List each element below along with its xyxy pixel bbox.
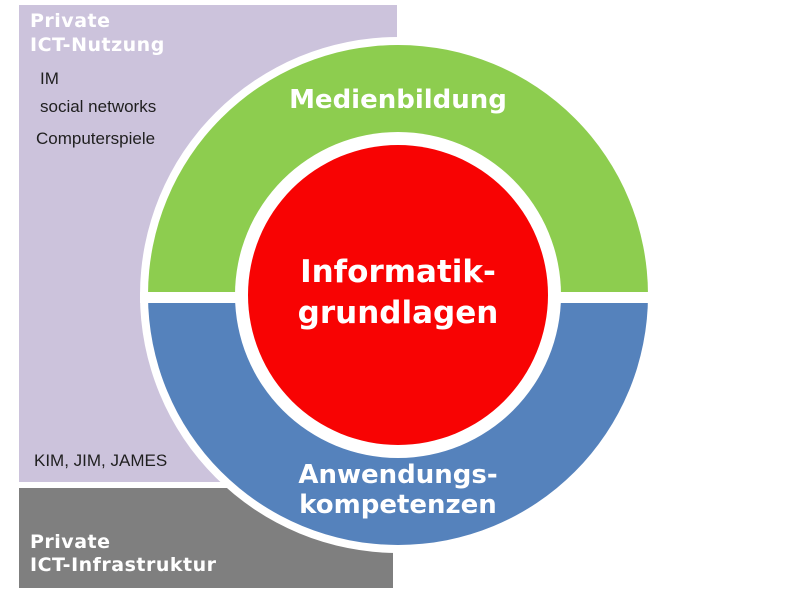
informatik-label-line2: grundlagen [297, 295, 499, 331]
names-label: KIM, JIM, JAMES [34, 451, 168, 470]
medienbildung-label: Medienbildung [289, 85, 507, 115]
private-ict-infrastruktur-title: Private ICT-Infrastruktur [30, 531, 217, 577]
usage-item-social-networks: social networks [40, 97, 157, 116]
private-ict-infrastruktur-title-line1: Private [30, 531, 111, 553]
private-ict-nutzung-title-line1: Private [30, 10, 111, 32]
private-ict-nutzung-title-line2: ICT-Nutzung [30, 34, 165, 56]
informatik-label-line1: Informatik- [300, 254, 496, 290]
usage-item-computerspiele: Computerspiele [36, 129, 156, 148]
private-ict-infrastruktur-title-line2: ICT-Infrastruktur [30, 554, 217, 576]
anwendungskompetenzen-label-line2: kompetenzen [299, 490, 497, 520]
usage-item-im: IM [40, 69, 59, 88]
anwendungskompetenzen-label: Anwendungs- kompetenzen [198, 460, 598, 520]
private-ict-nutzung-title: Private ICT-Nutzung [30, 9, 165, 57]
anwendungskompetenzen-label-line1: Anwendungs- [298, 460, 498, 490]
informatik-label: Informatik- grundlagen [198, 252, 598, 334]
informatik-center-circle [248, 145, 548, 445]
